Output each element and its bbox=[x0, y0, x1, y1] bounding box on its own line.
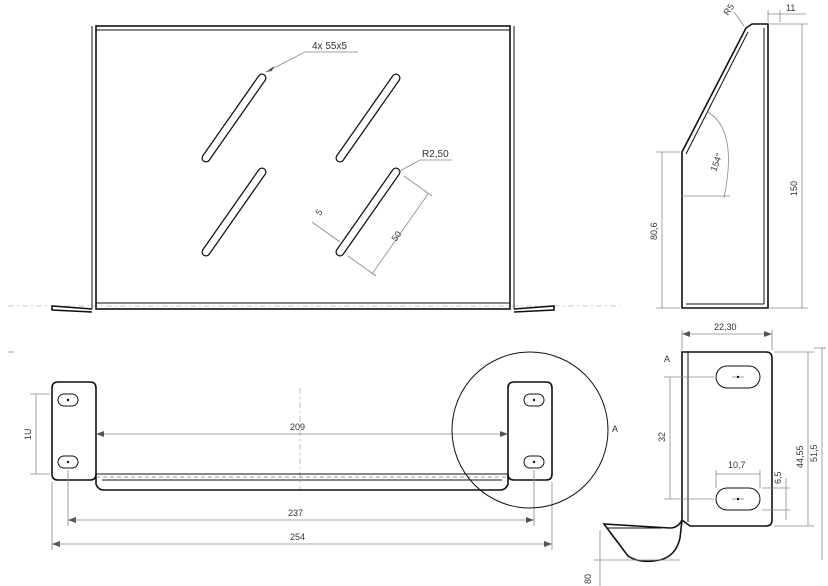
hole-spacing-label: 237 bbox=[288, 508, 303, 518]
height-unit-label: 1U bbox=[23, 428, 33, 440]
lower-height-label: 80,6 bbox=[649, 222, 659, 240]
slot bbox=[335, 167, 401, 257]
slot-radius-label: R2,50 bbox=[422, 149, 449, 160]
detail-view: A 22,30 32 44,55 51,5 10,7 6,5 bbox=[583, 322, 826, 586]
inner-spacing-label: 209 bbox=[290, 422, 305, 432]
slot bbox=[201, 73, 267, 163]
mounting-hole bbox=[523, 455, 545, 469]
front-view: 4x 55x5 R2,50 5 50 bbox=[8, 25, 620, 313]
slot-width-label: 6,5 bbox=[773, 471, 783, 484]
height-label: 150 bbox=[789, 181, 799, 196]
slot bbox=[715, 487, 761, 511]
top-radius-label: R5 bbox=[721, 2, 736, 17]
slot bbox=[201, 167, 267, 257]
top-width-label: 11 bbox=[786, 3, 795, 13]
hole-pitch-label: 32 bbox=[657, 432, 667, 442]
side-view: 11 R5 150 80,6 154° bbox=[649, 2, 808, 309]
slot-width-label: 5 bbox=[313, 207, 324, 217]
slot-length-label: 10,7 bbox=[728, 460, 746, 470]
depth-label: 80 bbox=[583, 574, 593, 584]
height-1-label: 44,55 bbox=[795, 445, 805, 468]
slot-length-label: 50 bbox=[389, 229, 403, 243]
mounting-hole bbox=[57, 455, 79, 469]
overall-width-label: 254 bbox=[290, 532, 305, 542]
angle-label: 154° bbox=[708, 151, 724, 172]
top-view: 1U 209 237 254 A bbox=[8, 351, 618, 550]
height-2-label: 51,5 bbox=[809, 444, 819, 462]
mounting-hole bbox=[57, 393, 79, 407]
slot bbox=[715, 365, 761, 389]
mounting-hole bbox=[523, 393, 545, 407]
width-label: 22,30 bbox=[714, 322, 737, 332]
slot bbox=[335, 73, 401, 163]
section-label: A bbox=[664, 354, 670, 364]
slot-note-label: 4x 55x5 bbox=[312, 41, 347, 52]
detail-circle-label: A bbox=[612, 424, 618, 434]
